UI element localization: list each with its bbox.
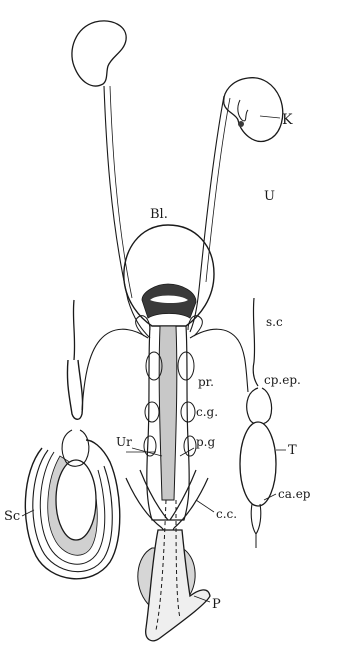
right-kidney-hilum (238, 121, 244, 127)
label-prostate: pr. (198, 375, 214, 389)
right-epididymis-head (247, 388, 272, 424)
right-testis (240, 422, 276, 506)
urethra-channel (159, 326, 177, 500)
label-testis: T (288, 443, 297, 458)
left-kidney (72, 21, 126, 86)
label-seminal-cord: s.c (266, 315, 283, 329)
left-cord-top (73, 300, 74, 360)
label-ureter: U (264, 189, 275, 204)
cowpers-gland-right (181, 402, 195, 422)
label-cauda-epididymis: ca.ep (278, 487, 311, 501)
leader-scrotum (22, 510, 34, 516)
cowpers-gland-left (145, 402, 159, 422)
penis-shaft (146, 530, 210, 641)
right-epididymis-tail (251, 504, 261, 534)
prostate-lobe-right (178, 352, 194, 380)
label-cowpers-gland: c.g. (196, 405, 218, 419)
leader-kidney (260, 116, 280, 118)
label-bladder: Bl. (150, 207, 168, 222)
label-urethra: Ur (116, 435, 132, 449)
label-kidney: K (282, 112, 293, 128)
left-spermatic-cord (67, 360, 82, 419)
right-kidney-pelvis (238, 100, 248, 121)
right-kidney (224, 78, 283, 142)
left-vas-deferens (82, 329, 148, 410)
label-scrotum: Sc (4, 509, 20, 524)
leader-cc (196, 500, 214, 512)
label-caput-epididymis: cp.ep. (264, 373, 301, 387)
label-prostate-gland: p.g (196, 435, 215, 449)
label-corpus-cavernosum: c.c. (216, 507, 237, 521)
left-testis (56, 460, 96, 540)
label-penis: P (212, 597, 221, 612)
right-spermatic-cord (253, 298, 258, 386)
